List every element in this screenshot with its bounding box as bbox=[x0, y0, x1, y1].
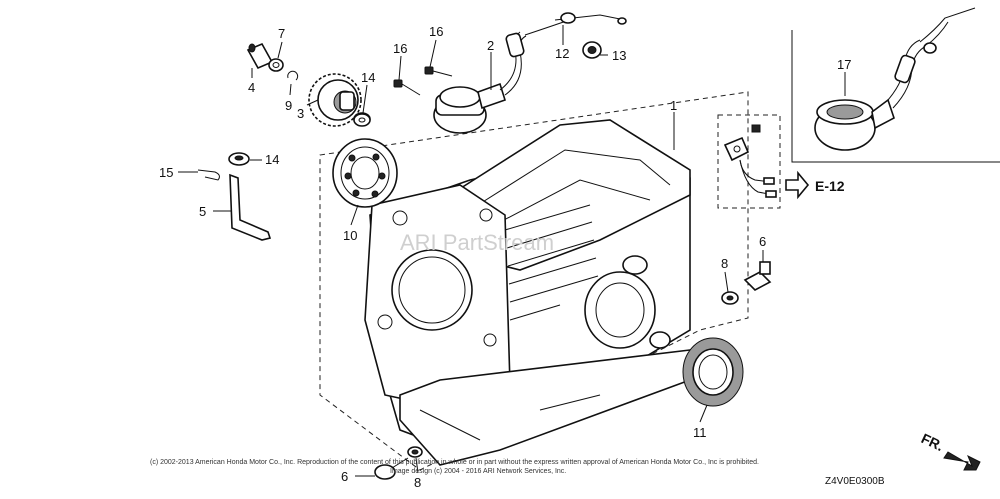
callout-6b[interactable]: 6 bbox=[341, 469, 348, 484]
governor-arm-shaft-5-part[interactable] bbox=[229, 173, 272, 241]
grommet-13-part[interactable] bbox=[582, 41, 602, 59]
inset-border bbox=[791, 30, 1000, 163]
assembly-outline bbox=[319, 91, 749, 471]
oil-level-switch-part[interactable] bbox=[433, 12, 627, 134]
callout-14b[interactable]: 14 bbox=[265, 152, 279, 167]
leader-lines bbox=[178, 25, 846, 477]
front-direction-arrow: FR. bbox=[919, 430, 981, 471]
bolt-6a-part[interactable] bbox=[743, 261, 772, 291]
callout-4[interactable]: 4 bbox=[248, 80, 255, 95]
callout-labels: 1 2 3 4 5 6 6 7 8 8 9 10 11 12 13 14 14 … bbox=[159, 24, 851, 490]
washer-7-part[interactable] bbox=[268, 58, 284, 72]
callout-16a[interactable]: 16 bbox=[393, 41, 407, 56]
cylinder-block-part[interactable] bbox=[364, 119, 691, 466]
wire-harness-part[interactable] bbox=[723, 124, 777, 198]
clip-9-part[interactable] bbox=[287, 70, 299, 81]
callout-8a[interactable]: 8 bbox=[721, 256, 728, 271]
watermark: ARI PartStream bbox=[400, 230, 554, 255]
bolt-16b-part[interactable] bbox=[424, 66, 453, 77]
callout-15[interactable]: 15 bbox=[159, 165, 173, 180]
governor-gear-part[interactable] bbox=[308, 73, 371, 127]
callout-16b[interactable]: 16 bbox=[429, 24, 443, 39]
callout-14a[interactable]: 14 bbox=[361, 70, 375, 85]
washer-14b-part[interactable] bbox=[228, 152, 250, 166]
callout-9[interactable]: 9 bbox=[285, 98, 292, 113]
washer-14a-part[interactable] bbox=[353, 113, 371, 127]
callout-11[interactable]: 11 bbox=[693, 425, 707, 440]
plug-4-part[interactable] bbox=[246, 42, 274, 70]
bolt-16a-part[interactable] bbox=[393, 79, 421, 96]
callout-5[interactable]: 5 bbox=[199, 204, 206, 219]
callout-17[interactable]: 17 bbox=[837, 57, 851, 72]
washer-8a-part[interactable] bbox=[721, 291, 739, 305]
callout-1[interactable]: 1 bbox=[670, 98, 677, 113]
callout-12[interactable]: 12 bbox=[555, 46, 569, 61]
oil-seal-11-part[interactable] bbox=[682, 337, 744, 407]
callout-7[interactable]: 7 bbox=[278, 26, 285, 41]
callout-2[interactable]: 2 bbox=[487, 38, 494, 53]
oil-alert-unit-17-part[interactable] bbox=[814, 7, 976, 151]
callout-3[interactable]: 3 bbox=[297, 106, 304, 121]
callout-6a[interactable]: 6 bbox=[759, 234, 766, 249]
harness-inset-box bbox=[717, 114, 781, 209]
bearing-10-part[interactable] bbox=[332, 138, 398, 208]
copyright-line-1: (c) 2002-2013 American Honda Motor Co., … bbox=[150, 459, 759, 466]
bolt-6b-part[interactable] bbox=[374, 457, 409, 480]
direction-label: FR. bbox=[919, 430, 946, 454]
copyright-line-2: Image design (c) 2004 - 2016 ARI Network… bbox=[390, 468, 566, 475]
reference-label[interactable]: E-12 bbox=[815, 178, 845, 194]
callout-13[interactable]: 13 bbox=[612, 48, 626, 63]
reference-arrow[interactable]: E-12 bbox=[785, 170, 845, 200]
callout-10[interactable]: 10 bbox=[343, 228, 357, 243]
diagram-code: Z4V0E0300B bbox=[825, 476, 885, 487]
pin-15-part[interactable] bbox=[197, 169, 220, 181]
washer-8b-part[interactable] bbox=[407, 446, 423, 458]
callout-8b[interactable]: 8 bbox=[414, 475, 421, 490]
